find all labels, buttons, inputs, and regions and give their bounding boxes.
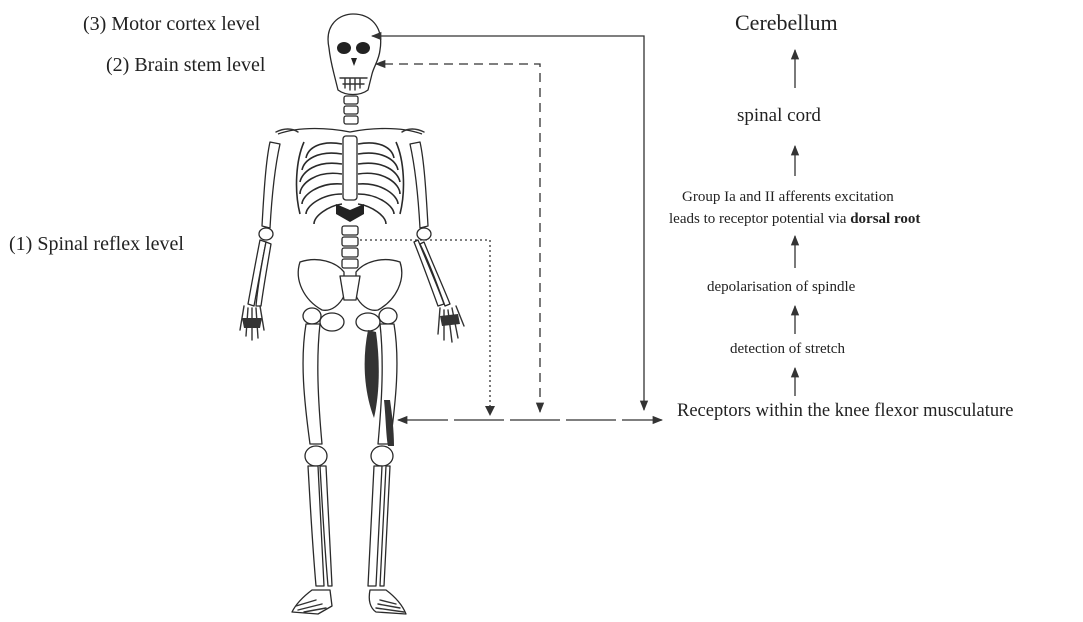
pelvis [298, 260, 401, 331]
right-knee [371, 446, 393, 466]
afferents-label-line2: leads to receptor potential via dorsal r… [669, 212, 920, 227]
feet [292, 590, 406, 614]
brain-stem-pathway [376, 64, 540, 412]
spinal-cord-label: spinal cord [737, 106, 821, 125]
ribcage [297, 136, 404, 224]
lumbar-spine [342, 226, 358, 268]
cervical-spine [344, 96, 358, 124]
femurs [303, 324, 397, 446]
depolarisation-label: depolarisation of spindle [707, 280, 855, 295]
left-knee [305, 446, 327, 466]
motor-cortex-pathway [372, 36, 644, 410]
skull-icon [328, 14, 381, 95]
brain-stem-level-label: (2) Brain stem level [106, 55, 265, 75]
lower-legs [308, 466, 390, 586]
right-arm [410, 142, 464, 342]
dorsal-root-text: dorsal root [850, 211, 920, 227]
spinal-reflex-level-label: (1) Spinal reflex level [9, 234, 184, 254]
afferents-label-line1: Group Ia and II afferents excitation [682, 190, 894, 205]
cerebellum-label: Cerebellum [735, 12, 838, 34]
receptors-label: Receptors within the knee flexor muscula… [677, 402, 1014, 421]
detection-label: detection of stretch [730, 342, 845, 357]
left-arm [240, 142, 280, 340]
motor-cortex-level-label: (3) Motor cortex level [83, 14, 260, 34]
